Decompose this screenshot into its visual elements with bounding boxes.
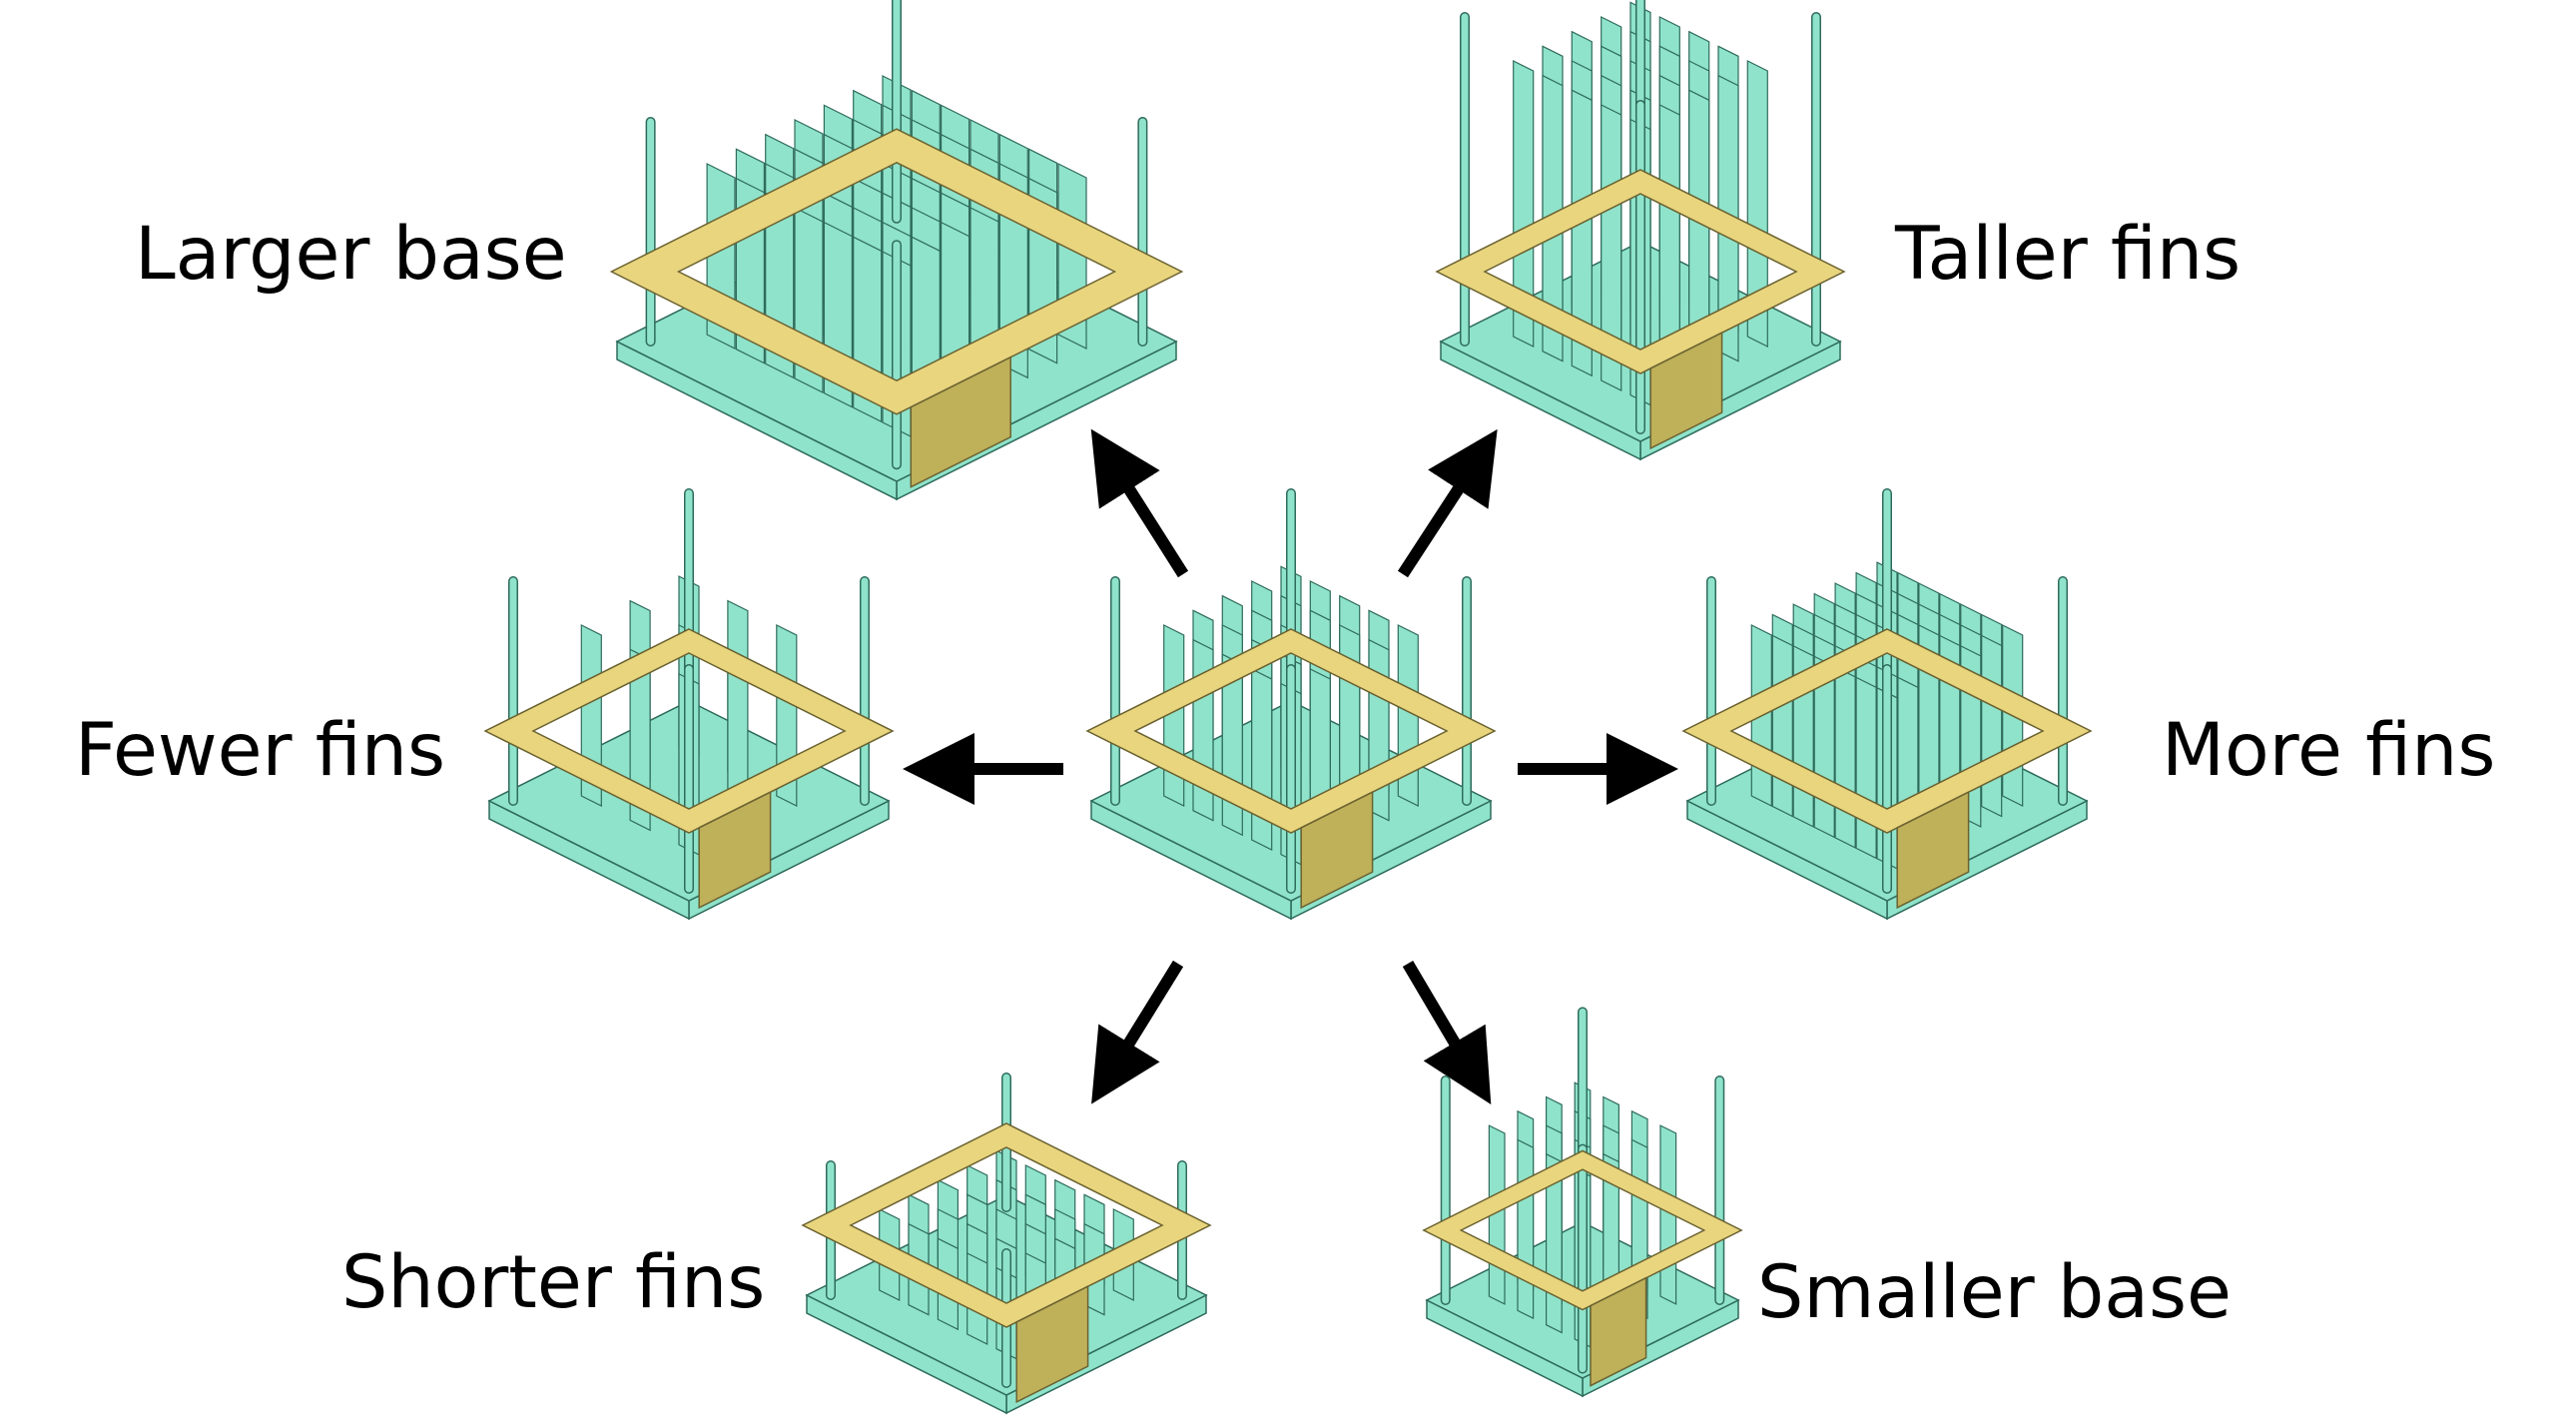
heatsink-larger-base: [609, 0, 1184, 501]
arrow-to-larger-base: [1090, 428, 1189, 578]
fin: [1251, 668, 1273, 851]
bracket-tab: [1590, 1276, 1647, 1387]
fin: [1601, 104, 1622, 391]
bracket-frame: [801, 1122, 1212, 1328]
bracket-frame: [483, 628, 895, 834]
fin: [1517, 1138, 1535, 1320]
arrow-to-smaller-base: [1402, 960, 1492, 1104]
bracket-frame: [1422, 1149, 1743, 1311]
arrows-group: [903, 428, 1678, 1104]
fin: [1192, 638, 1214, 822]
fin: [1981, 634, 2003, 818]
heatsinks-group: [483, 0, 2093, 1415]
fin: [1834, 665, 1856, 849]
arrow-to-taller-fins: [1397, 428, 1498, 578]
bracket-frame: [609, 128, 1184, 415]
bracket-tab: [1015, 1284, 1089, 1404]
heatsink-shorter-fins: [801, 1072, 1212, 1415]
bracket-tab: [1300, 790, 1374, 910]
bracket-frame: [1681, 628, 2093, 834]
fin: [1855, 676, 1877, 860]
arrow-to-shorter-fins: [1091, 960, 1184, 1104]
heatsink-smaller-base: [1422, 1007, 1743, 1398]
fin: [1571, 89, 1593, 377]
bracket-frame: [1085, 628, 1497, 834]
heatsink-center: [1085, 488, 1497, 921]
bracket-tab: [1896, 790, 1970, 910]
fin: [1771, 634, 1793, 818]
heatsink-taller-fins: [1435, 0, 1846, 461]
heatsink-fewer-fins: [483, 488, 895, 921]
heatsink-more-fins: [1681, 488, 2093, 921]
bracket-tab: [1649, 331, 1723, 450]
bracket-tab: [698, 790, 772, 910]
bracket-tab: [910, 356, 1011, 488]
bracket-frame: [1435, 169, 1846, 374]
